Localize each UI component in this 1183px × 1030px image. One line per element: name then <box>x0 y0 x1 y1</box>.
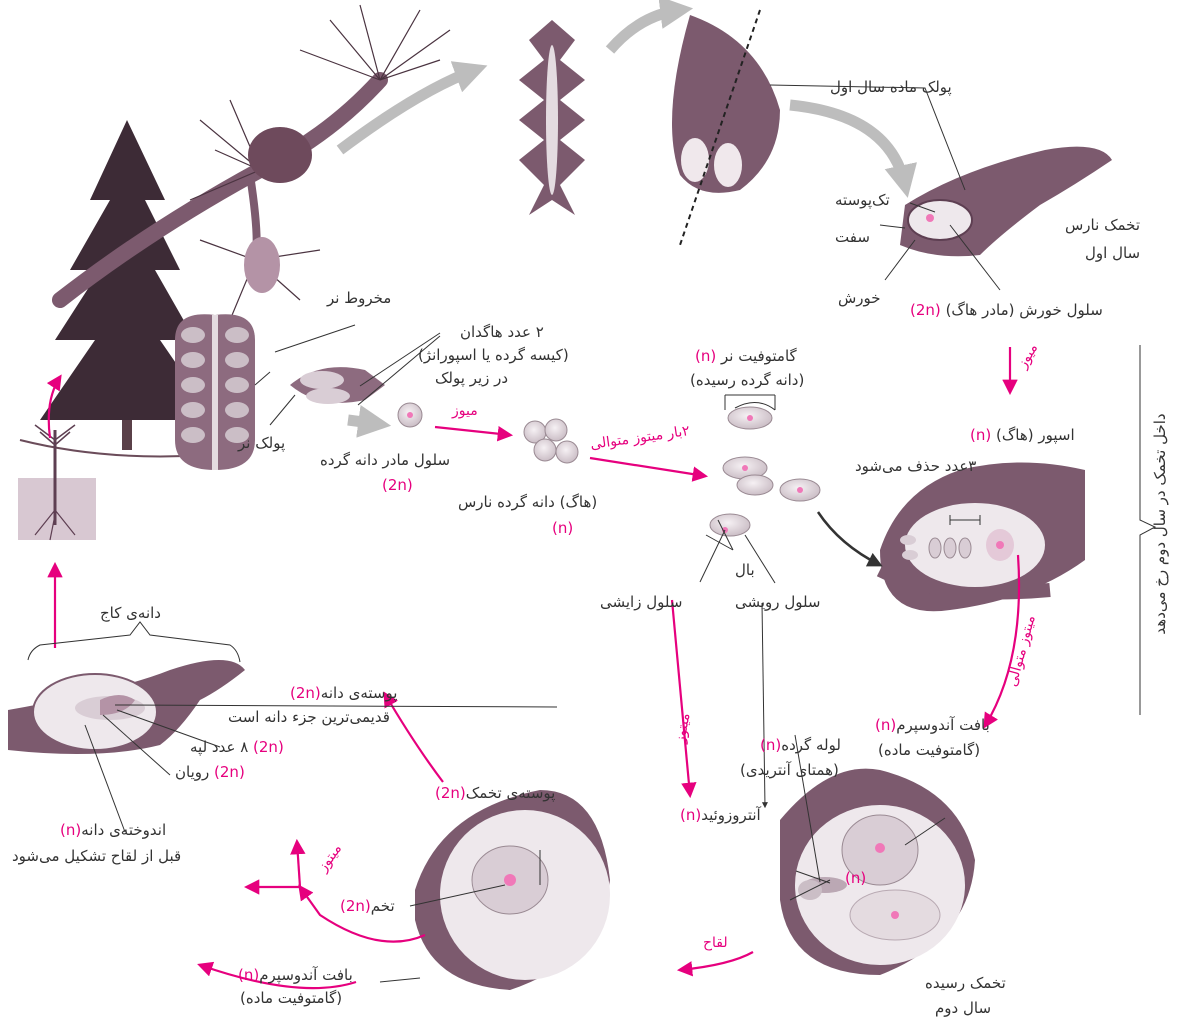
generative-cell-label: سلول زایشی <box>600 592 682 613</box>
megasporocyte-label: سلول خورش (مادر هاگ) (2n) <box>910 300 1103 321</box>
endosperm-sub-label: (گامتوفیت ماده) <box>878 740 980 761</box>
mature-ovule-illustration <box>780 769 975 975</box>
spore-label: اسپور (هاگ) (n) <box>970 425 1075 446</box>
sporangia-label-line1: ۲ عدد هاگدان <box>460 322 544 343</box>
egg-nucleus-ploidy: (n) <box>845 868 866 889</box>
seed-coat-label: پوسته‌ی دانه(2n) <box>290 683 397 704</box>
female-cone-section <box>519 20 585 215</box>
endosperm-label: بافت آندوسپرم(n) <box>875 715 990 736</box>
immature-pollen-ploidy: (n) <box>552 518 573 539</box>
endosperm-female-label: بافت آندوسپرم(n) <box>238 965 353 986</box>
mature-pollen-label: (دانه گرده رسیده) <box>690 370 804 391</box>
pollen-tube-label: لوله گرده(n) <box>760 735 841 756</box>
seed-coat-sub-label: قدیمی‌ترین جزء دانه است <box>228 707 390 728</box>
fertilization-label: لقاح <box>703 935 728 951</box>
seed-reserve-label: اندوخته‌ی دانه(n) <box>60 820 166 841</box>
male-cone-label: مخروط نر <box>327 288 391 309</box>
male-scale-label: پولک نر <box>238 433 285 454</box>
immature-pollen-tetrad <box>524 419 578 463</box>
pollen-tube-sub-label: (همتای آنتریدی) <box>740 760 839 781</box>
meiosis-label-male: میوز <box>452 403 478 419</box>
embryo-label: (2n) رویان <box>175 762 245 783</box>
mature-ovule-label-line1: تخمک رسیده <box>925 973 1006 994</box>
integument-label: تک‌پوسته <box>835 190 890 211</box>
sporangia-label-line3: در زیر پولک <box>435 368 508 389</box>
immature-ovule-label-line2: سال اول <box>1085 243 1140 264</box>
male-gametophyte-label: گامتوفیت نر (n) <box>695 346 797 367</box>
endosperm-female-sub-label: (گامتوفیت ماده) <box>240 988 342 1009</box>
mature-ovule-label-line2: سال دوم <box>935 998 991 1019</box>
mature-pollen-grains <box>710 407 820 536</box>
wing-label: بال <box>735 560 755 581</box>
degenerate-cells-label: ۳عدد حذف می‌شود <box>855 456 976 477</box>
female-scale-label: پولک ماده سال اول <box>830 77 952 98</box>
female-scale-illustration <box>672 10 780 245</box>
sporangia-label-line2: (کیسه گرده یا اسپورانژ) <box>418 345 569 366</box>
antherozoid-label: آنتروزوئید(n) <box>680 805 761 826</box>
pine-seed-label: دانه‌ی کاج <box>100 603 161 624</box>
spore-ovule-illustration <box>880 463 1085 612</box>
fertilized-ovule-illustration <box>415 790 610 990</box>
immature-ovule-label-line1: تخمک نارس <box>1065 215 1140 236</box>
pollen-mother-cell-label: سلول مادر دانه گرده <box>320 450 450 471</box>
pollen-mother-cell <box>398 403 422 427</box>
zygote-label: تخم(2n) <box>340 896 395 917</box>
pollen-mother-ploidy: (2n) <box>382 475 413 496</box>
male-scale-illustration <box>290 367 385 404</box>
immature-pollen-label: (هاگ) دانه گرده نارس <box>458 492 597 513</box>
ovule-coat-label: پوسته‌ی تخمک(2n) <box>435 783 555 804</box>
micropyle-label: سفت <box>835 227 870 248</box>
nucellus-label: خورش <box>838 288 881 309</box>
immature-ovule-illustration <box>900 147 1112 257</box>
tube-cell-label: سلول رویشی <box>735 592 821 613</box>
seed-reserve-sub-label: قبل از لقاح تشکیل می‌شود <box>12 846 181 867</box>
second-year-note: داخل تخمک در سال دوم رخ می‌دهد <box>1151 364 1169 684</box>
cotyledons-label: (2n) ۸ عدد لپه <box>190 737 284 758</box>
